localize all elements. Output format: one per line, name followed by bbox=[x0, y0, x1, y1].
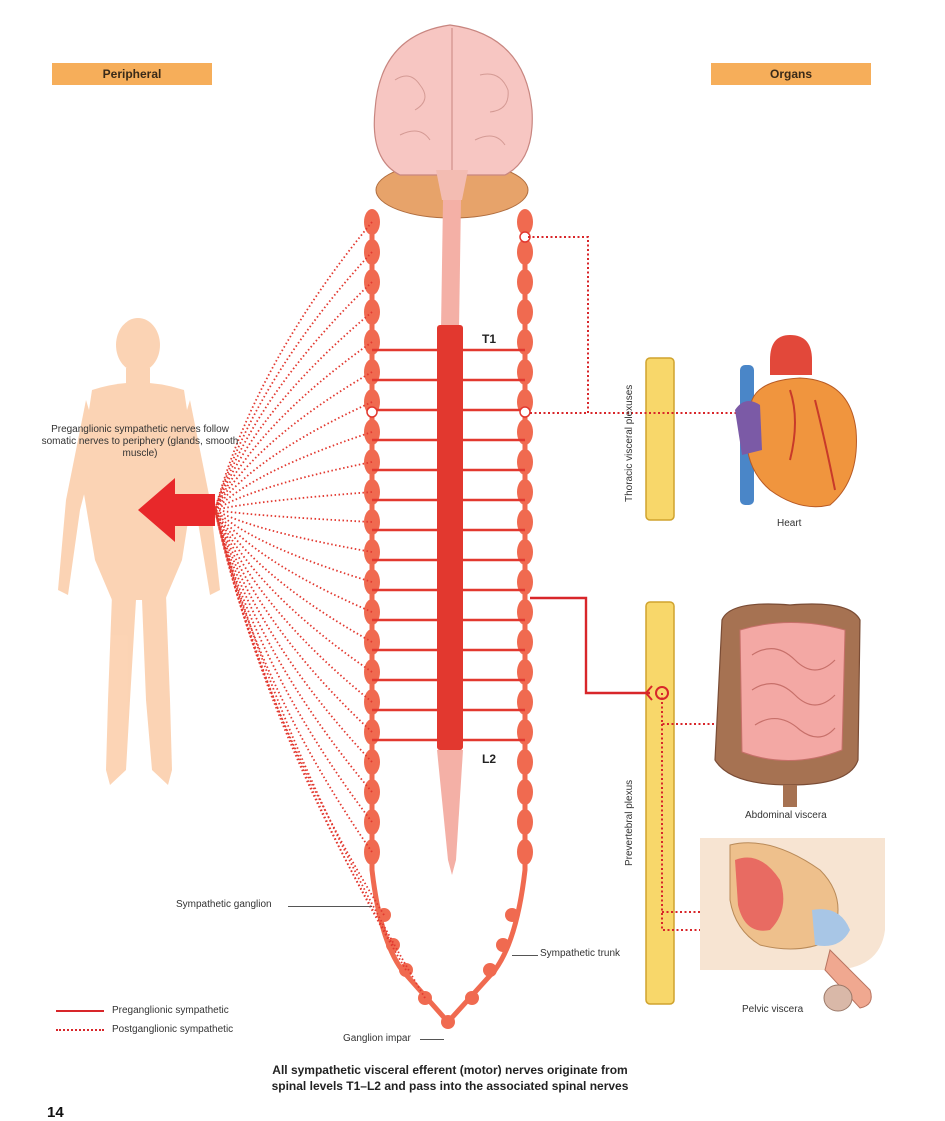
brain-icon bbox=[373, 24, 533, 219]
postganglionic-fan-line bbox=[214, 509, 426, 999]
organs-header: Organs bbox=[711, 63, 871, 85]
postganglionic-fan-line bbox=[214, 491, 373, 511]
sympathetic-ganglion-right bbox=[517, 629, 533, 655]
sympathetic-ganglion-right bbox=[517, 719, 533, 745]
sympathetic-ganglion-right bbox=[517, 809, 533, 835]
legend-pre: Preganglionic sympathetic bbox=[56, 1005, 229, 1016]
peripheral-header: Peripheral bbox=[52, 63, 212, 85]
sympathetic-ganglion-right bbox=[517, 419, 533, 445]
postganglionic-fan-line bbox=[214, 401, 373, 511]
right-trunk-line bbox=[446, 215, 528, 1024]
caption: All sympathetic visceral efferent (motor… bbox=[180, 1062, 720, 1094]
postganglionic-fan-line bbox=[214, 341, 373, 511]
postganglionic-fan-line bbox=[214, 509, 373, 643]
heart-icon bbox=[735, 335, 857, 508]
sympathetic-ganglion-right bbox=[517, 479, 533, 505]
legend-post: Postganglionic sympathetic bbox=[56, 1024, 233, 1035]
caption-line-1: All sympathetic visceral efferent (motor… bbox=[272, 1063, 628, 1077]
sympathetic-ganglion-right bbox=[517, 569, 533, 595]
postganglionic-fan-line bbox=[214, 509, 373, 823]
ganglion-marker-right bbox=[519, 406, 531, 418]
ganglion-impar bbox=[441, 1015, 455, 1029]
prevertebral-plexus-label: Prevertebral plexus bbox=[624, 779, 635, 866]
human-body-icon bbox=[58, 318, 220, 785]
sympathetic-ganglion-right bbox=[517, 299, 533, 325]
legend-post-line bbox=[56, 1028, 104, 1031]
sympathetic-ganglion-label: Sympathetic ganglion bbox=[176, 899, 272, 910]
postganglionic-fan-line bbox=[214, 509, 373, 793]
sympathetic-ganglion-right bbox=[517, 539, 533, 565]
heart-label: Heart bbox=[777, 518, 802, 529]
sympathetic-ganglion-right bbox=[517, 329, 533, 355]
sympathetic-ganglion-right bbox=[517, 689, 533, 715]
sacral-ganglion bbox=[465, 991, 479, 1005]
legend-pre-text: Preganglionic sympathetic bbox=[112, 1005, 229, 1016]
postganglionic-fan-line bbox=[214, 509, 373, 553]
pelvic-label: Pelvic viscera bbox=[742, 1004, 804, 1015]
caption-line-2: spinal levels T1–L2 and pass into the as… bbox=[271, 1079, 629, 1093]
sacral-ganglion bbox=[505, 908, 519, 922]
thoracic-plexus-label: Thoracic visceral plexuses bbox=[624, 384, 635, 502]
postganglionic-fan-line bbox=[214, 281, 373, 511]
postganglionic-fan-line bbox=[214, 461, 373, 511]
periphery-note: Preganglionic sympathetic nerves follow … bbox=[41, 424, 239, 459]
sympathetic-trunk-label: Sympathetic trunk bbox=[540, 948, 621, 959]
postganglionic-fan-line bbox=[214, 431, 373, 511]
sacral-ganglion bbox=[496, 938, 510, 952]
sympathetic-ganglion-right bbox=[517, 269, 533, 295]
abdominal-postganglionic-line bbox=[661, 693, 768, 725]
abdominal-label: Abdominal viscera bbox=[745, 810, 827, 821]
postganglionic-fan-line bbox=[214, 509, 373, 733]
sympathetic-ganglion-right bbox=[517, 839, 533, 865]
spinal-cord bbox=[437, 200, 463, 875]
sympathetic-ganglion-right bbox=[517, 779, 533, 805]
sympathetic-ganglion-right bbox=[517, 239, 533, 265]
postganglionic-fan bbox=[214, 221, 426, 999]
legend-pre-line bbox=[56, 1009, 104, 1012]
postganglionic-fan-line bbox=[214, 251, 373, 511]
prevertebral-ganglion bbox=[655, 686, 669, 700]
postganglionic-fan-line bbox=[214, 509, 373, 583]
ganglion-impar-label: Ganglion impar bbox=[343, 1033, 411, 1044]
intestines-icon bbox=[714, 603, 861, 807]
postganglionic-fan-line bbox=[214, 509, 373, 853]
peripheral-header-text: Peripheral bbox=[102, 67, 162, 81]
sympathetic-ganglion-leader bbox=[288, 906, 372, 907]
left-trunk-line bbox=[369, 215, 450, 1024]
prevertebral-plexus-bar bbox=[645, 601, 675, 1005]
sympathetic-ganglion-right bbox=[517, 449, 533, 475]
thoracic-plexus-bar bbox=[645, 357, 675, 521]
label-t1: T1 bbox=[482, 332, 496, 346]
sympathetic-ganglion-right bbox=[517, 359, 533, 385]
page-number: 14 bbox=[47, 1104, 64, 1121]
label-l2: L2 bbox=[482, 752, 496, 766]
postganglionic-fan-line bbox=[214, 221, 373, 511]
legend-post-text: Postganglionic sympathetic bbox=[112, 1024, 234, 1035]
splanchnic-preganglionic-line bbox=[530, 596, 650, 695]
sympathetic-ganglion-right bbox=[517, 599, 533, 625]
sympathetic-ganglion-right bbox=[517, 209, 533, 235]
ganglion-marker-left bbox=[366, 406, 378, 418]
postganglionic-fan-line bbox=[214, 371, 373, 511]
sympathetic-ganglion-right bbox=[517, 509, 533, 535]
sacral-ganglion bbox=[483, 963, 497, 977]
ganglion-impar-leader bbox=[420, 1039, 444, 1040]
postganglionic-fan-line bbox=[214, 509, 373, 703]
postganglionic-fan-line bbox=[214, 509, 373, 673]
sympathetic-trunk-leader bbox=[512, 955, 538, 956]
pelvis-icon bbox=[700, 838, 885, 1012]
sympathetic-ganglion-right bbox=[517, 749, 533, 775]
postganglionic-fan-line bbox=[214, 509, 385, 916]
periphery-arrow bbox=[138, 478, 215, 542]
postganglionic-fan-line bbox=[214, 509, 373, 763]
organs-header-text: Organs bbox=[769, 67, 812, 81]
sympathetic-ganglion-right bbox=[517, 659, 533, 685]
postganglionic-fan-line bbox=[214, 509, 373, 613]
